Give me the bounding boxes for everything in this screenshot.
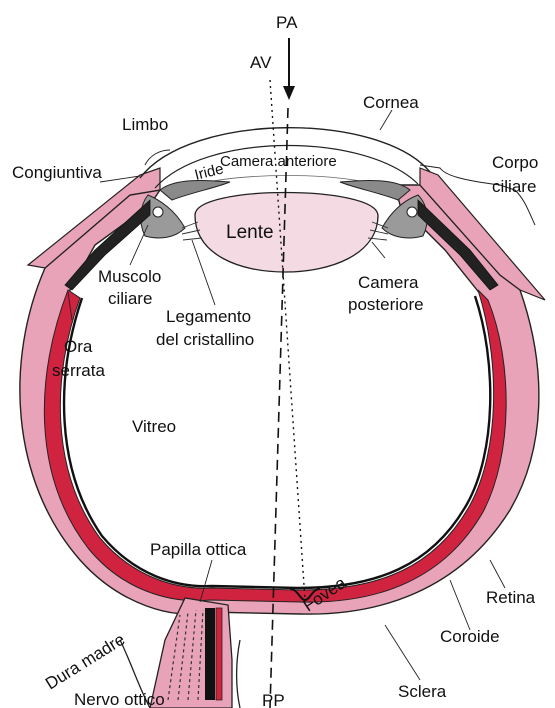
label-muscolo-ciliare: ciliare [108, 289, 152, 308]
label-pa: PA [276, 13, 298, 32]
label-del-cristallino: del cristallino [156, 330, 254, 349]
label-lente: Lente [226, 222, 274, 243]
limbus-bracket [145, 150, 170, 165]
label-corpo-ciliare: ciliare [492, 177, 536, 196]
label-coroide: Coroide [440, 627, 500, 646]
leader-retina [490, 560, 505, 588]
label-posteriore: posteriore [348, 295, 424, 314]
label-vitreo: Vitreo [132, 417, 176, 436]
label-muscolo: Muscolo [98, 267, 161, 286]
label-retina: Retina [486, 588, 536, 607]
ciliary-process-right [407, 207, 417, 217]
label-camera-anteriore: Camera anteriore [220, 153, 337, 170]
leader-camera-post [372, 242, 385, 258]
lens [195, 193, 378, 273]
leader-sclera [385, 625, 420, 680]
optic-nerve-dark [205, 608, 215, 700]
iris-left [160, 180, 230, 200]
label-papilla-ottica: Papilla ottica [150, 540, 247, 559]
label-congiuntiva: Congiuntiva [12, 163, 102, 182]
label-pp: PP [262, 691, 285, 708]
retina-layer [64, 296, 490, 588]
leader-muscolo [130, 225, 148, 265]
label-corpo: Corpo [492, 153, 538, 172]
label-nervo-ottico: Nervo ottico [74, 690, 165, 708]
label-camera: Camera [358, 273, 419, 292]
label-cornea: Cornea [363, 93, 419, 112]
label-dura-madre: Dura madre [42, 630, 128, 694]
optic-nerve-inner [216, 608, 222, 700]
label-serrata: serrata [52, 361, 105, 380]
leader-coroide [450, 580, 470, 630]
label-ora: Ora [64, 337, 93, 356]
label-limbo: Limbo [122, 115, 168, 134]
ciliary-process-left [153, 207, 163, 217]
label-sclera: Sclera [398, 682, 447, 701]
choroid [44, 290, 506, 602]
leader-cornea [380, 110, 392, 130]
pa-arrow-head [283, 86, 295, 100]
label-av: AV [250, 53, 272, 72]
iris-right [340, 180, 410, 200]
label-legamento: Legamento [166, 307, 251, 326]
